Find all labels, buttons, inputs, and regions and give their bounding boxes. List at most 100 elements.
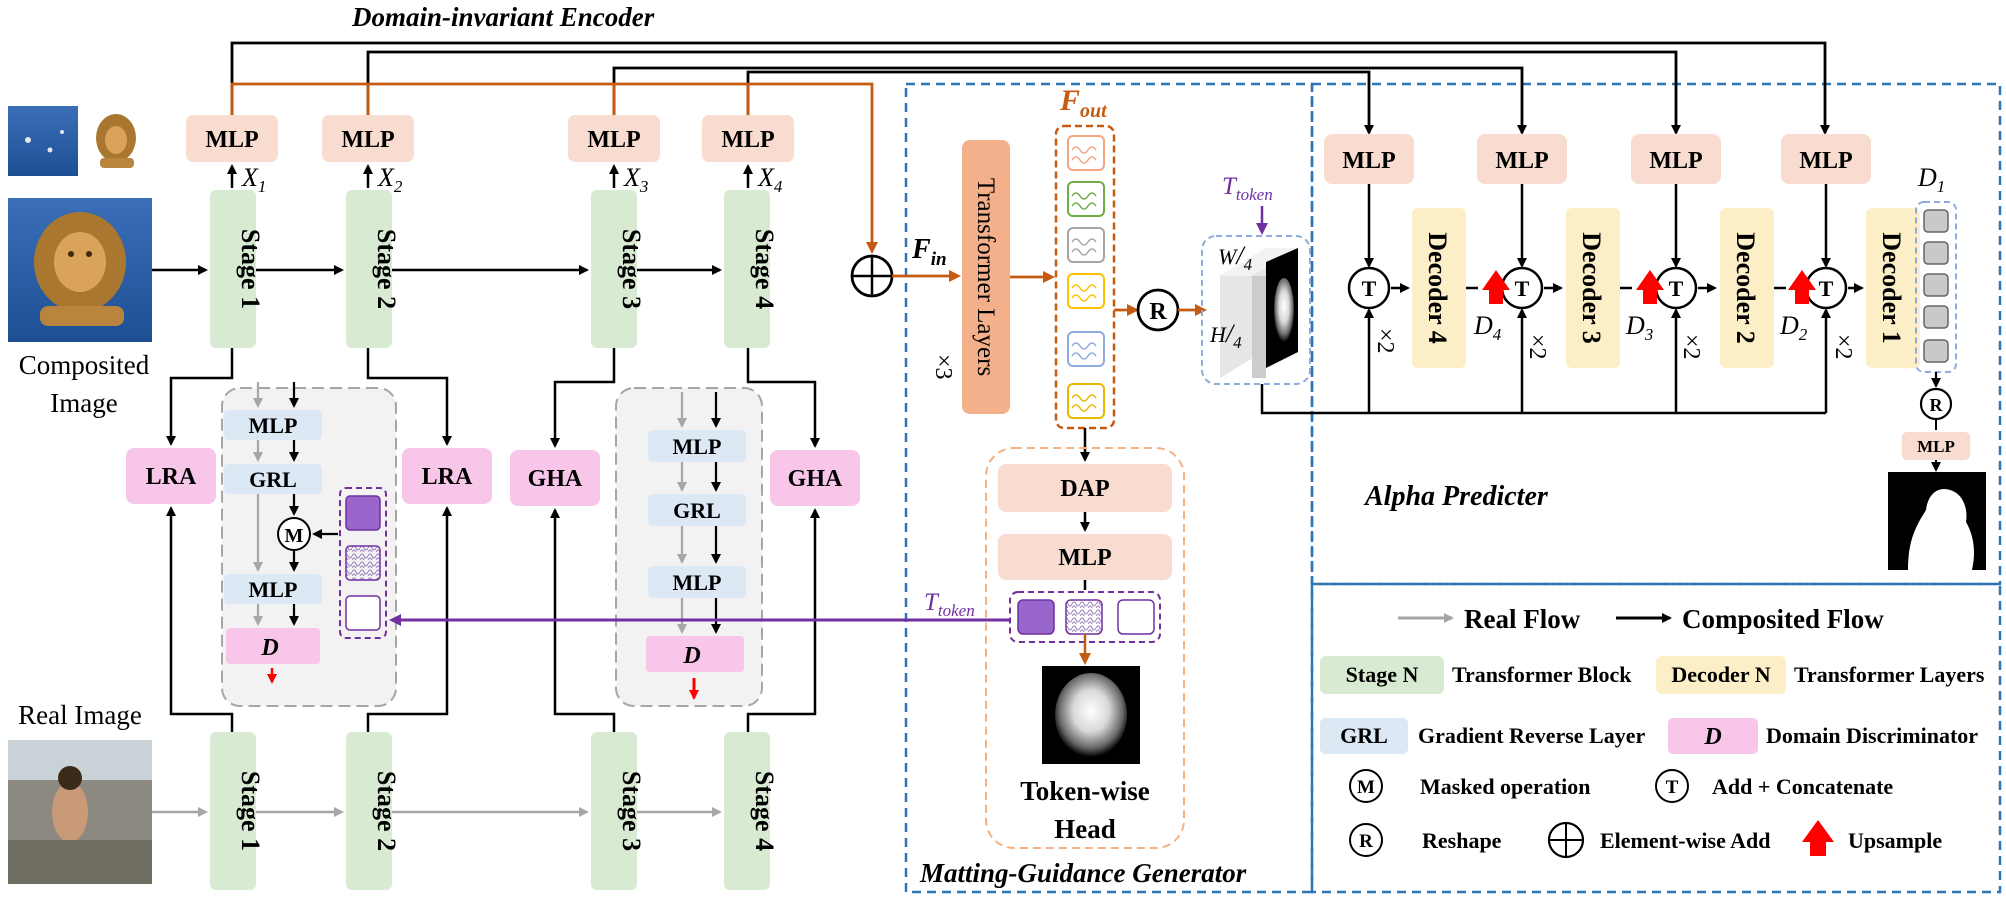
legend-masked-op: Masked operation bbox=[1420, 774, 1591, 799]
legend-reshape: Reshape bbox=[1422, 828, 1502, 853]
predicter-mlps: MLP MLP MLP MLP bbox=[1324, 134, 1871, 184]
stage-1-top: Stage 1 bbox=[236, 229, 265, 309]
legend-sum-icon bbox=[1547, 821, 1585, 859]
x-symbols: X1 X2 X3 X4 bbox=[241, 163, 783, 196]
encoder-mlp-2: MLP bbox=[322, 115, 414, 162]
legend-upsample-icon bbox=[1802, 820, 1834, 856]
encoder-mlp-3: MLP bbox=[568, 115, 660, 162]
alpha-matte-output bbox=[1888, 472, 1986, 570]
svg-text:T: T bbox=[1669, 276, 1684, 301]
svg-text:×2: ×2 bbox=[1678, 334, 1704, 360]
x3-label: X3 bbox=[623, 163, 648, 196]
svg-text:MLP: MLP bbox=[1495, 148, 1548, 174]
svg-text:MLP: MLP bbox=[249, 577, 298, 602]
legend-frame bbox=[1310, 582, 2002, 894]
svg-text:T: T bbox=[1515, 276, 1530, 301]
svg-text:D: D bbox=[260, 635, 278, 661]
legend-t-symbol: T bbox=[1666, 777, 1679, 798]
real-image-label: Real Image bbox=[18, 700, 142, 730]
svg-text:MLP: MLP bbox=[1917, 437, 1955, 456]
svg-text:MLP: MLP bbox=[1649, 148, 1702, 174]
legend-grl-desc: Gradient Reverse Layer bbox=[1418, 723, 1645, 748]
legend-upsample: Upsample bbox=[1848, 828, 1942, 853]
d4-label: D4 bbox=[1473, 311, 1502, 344]
svg-text:T: T bbox=[1362, 276, 1377, 301]
legend-transformer-block: Transformer Block bbox=[1452, 662, 1632, 687]
svg-text:MLP: MLP bbox=[587, 127, 640, 153]
legend-elementwise-add: Element-wise Add bbox=[1600, 828, 1771, 853]
final-reshape-node: R bbox=[1919, 387, 1953, 421]
head-mlp-label: MLP bbox=[1058, 545, 1111, 571]
head-label-2: Head bbox=[1054, 814, 1116, 844]
gha-right: GHA bbox=[788, 466, 843, 492]
encoder-bus-lines bbox=[230, 41, 1830, 254]
stage-3-top: Stage 3 bbox=[617, 229, 646, 309]
lion-foreground-thumbnail bbox=[96, 114, 136, 168]
times3-label: ×3 bbox=[930, 354, 956, 380]
composited-label-1: Composited bbox=[19, 350, 150, 380]
svg-text:MLP: MLP bbox=[249, 413, 298, 438]
svg-text:MLP: MLP bbox=[1799, 148, 1852, 174]
composited-image bbox=[8, 198, 152, 342]
d-labels: D4 D3 D2 D1 bbox=[1473, 163, 1945, 344]
svg-text:R: R bbox=[1149, 299, 1167, 325]
stage-4-top: Stage 4 bbox=[750, 229, 779, 309]
svg-text:R: R bbox=[1930, 395, 1944, 415]
disc-panel-local: MLP GRL M MLP D bbox=[221, 382, 397, 707]
svg-text:MLP: MLP bbox=[673, 570, 722, 595]
dap-label: DAP bbox=[1060, 476, 1109, 502]
legend-add-concat: Add + Concatenate bbox=[1712, 774, 1893, 799]
fout-label: Fout bbox=[1059, 84, 1108, 122]
reshape-node: R bbox=[1136, 288, 1180, 332]
sum-node bbox=[850, 254, 894, 298]
lra-left: LRA bbox=[146, 464, 197, 490]
encoder-mlps: MLP MLP MLP MLP bbox=[186, 115, 794, 162]
real-image bbox=[8, 740, 152, 884]
decoder-2: Decoder 2 bbox=[1731, 232, 1760, 343]
lra-right: LRA bbox=[422, 464, 473, 490]
encoder-interconnects bbox=[166, 348, 820, 732]
x1-label: X1 bbox=[241, 163, 266, 196]
final-mlp: MLP bbox=[1902, 432, 1970, 460]
predicter-title: Alpha Predicter bbox=[1363, 481, 1549, 512]
svg-text:D: D bbox=[682, 643, 700, 669]
fin-label: Fin bbox=[911, 234, 947, 270]
svg-text:GRL: GRL bbox=[249, 467, 297, 492]
stage-4-bottom: Stage 4 bbox=[750, 771, 779, 851]
decoder-3: Decoder 3 bbox=[1577, 232, 1606, 343]
svg-text:GRL: GRL bbox=[673, 498, 721, 523]
legend-stage-box: Stage N bbox=[1346, 662, 1419, 687]
d1-token-stack bbox=[1915, 201, 1957, 373]
d3-label: D3 bbox=[1625, 311, 1653, 344]
fout-tokens bbox=[1054, 124, 1116, 430]
ttoken-top-label: Ttoken bbox=[1222, 173, 1273, 204]
legend-real-flow: Real Flow bbox=[1464, 604, 1581, 634]
h-over-4-label: H/4 bbox=[1209, 319, 1242, 352]
input-images: Composited Image Real Image bbox=[8, 106, 152, 884]
svg-text:×2: ×2 bbox=[1372, 328, 1398, 354]
d2-label: D2 bbox=[1779, 311, 1808, 344]
background-thumbnail bbox=[8, 106, 78, 176]
composited-label-2: Image bbox=[50, 388, 117, 418]
legend-decoder-box: Decoder N bbox=[1671, 662, 1770, 687]
d1-label: D1 bbox=[1917, 163, 1945, 196]
legend-m-symbol: M bbox=[1357, 777, 1375, 798]
attention-modules: LRA LRA GHA GHA bbox=[126, 448, 860, 506]
stage-1-bottom: Stage 1 bbox=[236, 771, 265, 851]
gha-left: GHA bbox=[528, 466, 583, 492]
decoder-1: Decoder 1 bbox=[1877, 232, 1906, 343]
stage-2-bottom: Stage 2 bbox=[372, 771, 401, 851]
encoder-title: Domain-invariant Encoder bbox=[351, 2, 655, 32]
svg-text:MLP: MLP bbox=[341, 127, 394, 153]
legend-r-symbol: R bbox=[1359, 831, 1373, 852]
masked-op-symbol: M bbox=[285, 525, 304, 547]
upsample-arrows bbox=[1482, 270, 1816, 304]
stages-top: Stage 1 Stage 2 Stage 3 Stage 4 bbox=[210, 190, 779, 348]
ttoken-left-label: Ttoken bbox=[924, 589, 975, 620]
stage-2-top: Stage 2 bbox=[372, 229, 401, 309]
x4-label: X4 bbox=[757, 163, 783, 196]
svg-text:MLP: MLP bbox=[721, 127, 774, 153]
svg-text:MLP: MLP bbox=[1342, 148, 1395, 174]
decoder-4: Decoder 4 bbox=[1423, 232, 1452, 343]
disc-panel-global: MLP GRL MLP D bbox=[615, 387, 763, 707]
